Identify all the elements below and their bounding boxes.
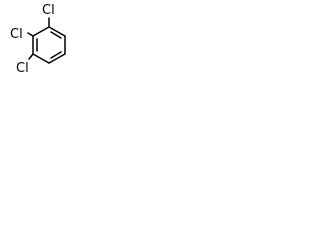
ring-bond-c5-c6 [48,26,66,37]
ring-bond-c6-c1 [32,26,50,37]
bond-to-cl-bottom [28,53,34,60]
atom-label-cl-middle: Cl [10,27,23,42]
ring-double-bond-inner-bottom [50,51,62,59]
ring-bond-c2-c3 [32,53,50,64]
chemical-structure-trichlorobenzene: Cl Cl Cl [10,3,66,76]
bond-to-cl-middle [27,32,34,37]
ring-double-bond-inner-top [50,31,62,39]
atom-label-cl-bottom: Cl [16,61,29,76]
ring-bond-c3-c4 [48,53,66,64]
atom-label-cl-top: Cl [42,3,55,18]
